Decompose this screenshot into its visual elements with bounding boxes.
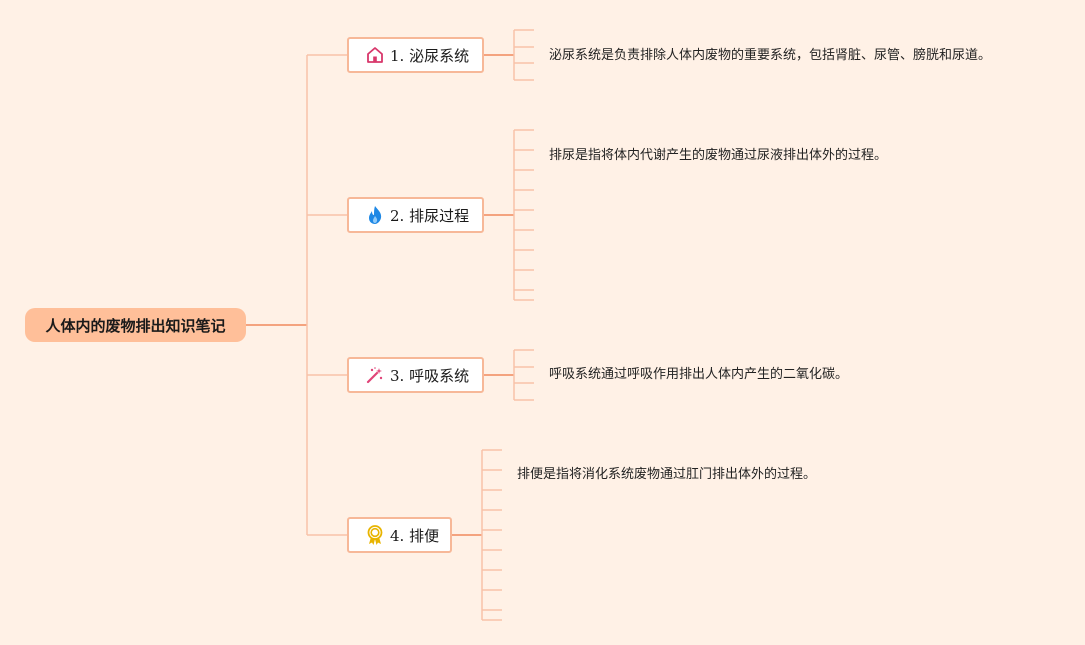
branch-respiratory-system[interactable]: 3. 呼吸系统 bbox=[347, 357, 484, 393]
branch-label: 1. 泌尿系统 bbox=[390, 46, 470, 65]
branch-urination-process[interactable]: 2. 排尿过程 bbox=[347, 197, 484, 233]
root-topic[interactable]: 人体内的废物排出知识笔记 bbox=[25, 308, 246, 342]
note-defecation: 排便是指将消化系统废物通过肛门排出体外的过程。 bbox=[517, 467, 817, 482]
house-icon bbox=[365, 45, 385, 65]
magic-wand-icon bbox=[365, 365, 385, 385]
note-urinary-system: 泌尿系统是负责排除人体内废物的重要系统，包括肾脏、尿管、膀胱和尿道。 bbox=[549, 48, 992, 63]
branch-label: 4. 排便 bbox=[390, 526, 440, 545]
note-respiratory-system: 呼吸系统通过呼吸作用排出人体内产生的二氧化碳。 bbox=[549, 367, 849, 382]
flame-icon bbox=[365, 205, 385, 225]
root-topic-label: 人体内的废物排出知识笔记 bbox=[45, 316, 226, 335]
award-ribbon-icon bbox=[365, 525, 385, 545]
branch-defecation[interactable]: 4. 排便 bbox=[347, 517, 452, 553]
note-urination-process: 排尿是指将体内代谢产生的废物通过尿液排出体外的过程。 bbox=[549, 148, 888, 163]
branch-label: 3. 呼吸系统 bbox=[390, 366, 470, 385]
branch-urinary-system[interactable]: 1. 泌尿系统 bbox=[347, 37, 484, 73]
branch-label: 2. 排尿过程 bbox=[390, 206, 470, 225]
